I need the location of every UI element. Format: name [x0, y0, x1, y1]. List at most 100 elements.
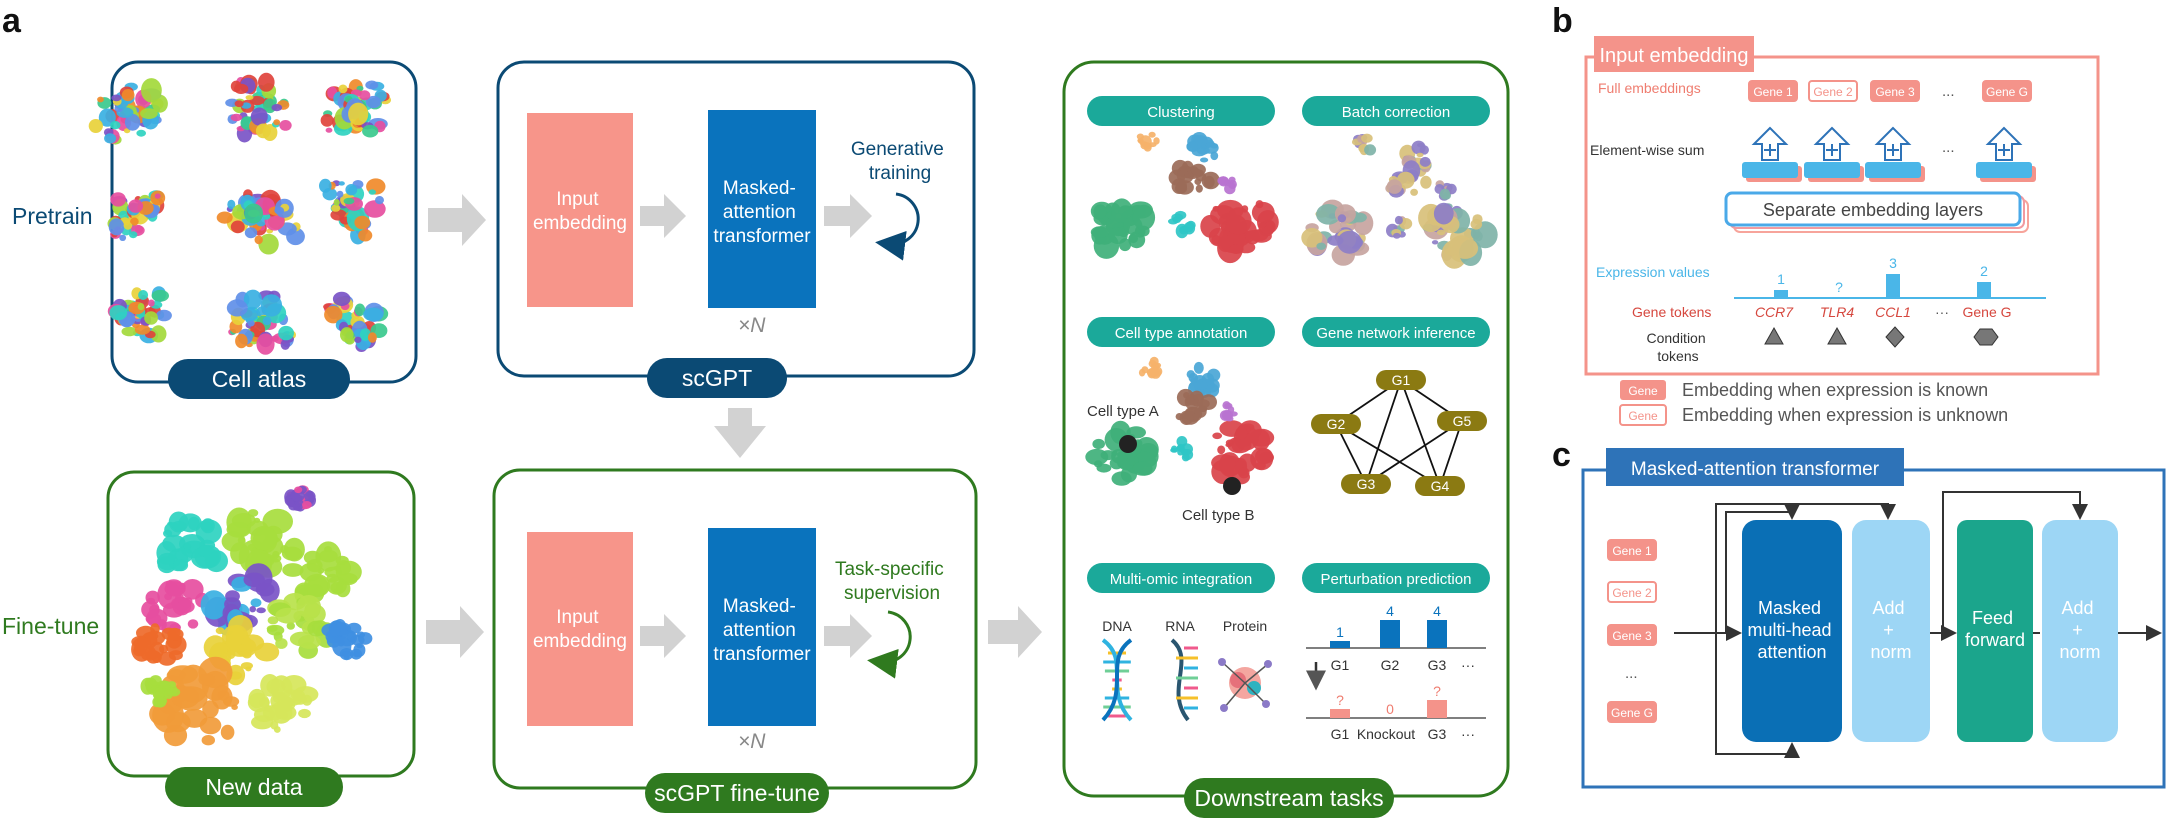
- umap-blob: [150, 325, 167, 343]
- umap-blob: [191, 546, 220, 569]
- umap-blob: [174, 686, 208, 711]
- input-embedding-title: Input embedding: [1599, 45, 1748, 67]
- umap-blob: [1337, 230, 1362, 254]
- pretrain-arrow-1: [640, 194, 686, 238]
- umap-blob: [1176, 443, 1185, 452]
- perturb-label-top: G3: [1428, 657, 1447, 673]
- umap-blob: [336, 560, 351, 576]
- new-data-label: New data: [205, 774, 302, 800]
- cell-atlas-umaps: [88, 72, 391, 355]
- umap-blob: [365, 95, 381, 109]
- umap-blob: [1175, 223, 1189, 239]
- umap-blob: [136, 129, 146, 137]
- network-node-label: G3: [1357, 476, 1376, 492]
- masked-attention-text: Masked multi-head attention: [1747, 598, 1836, 662]
- umap-blob: [1200, 214, 1221, 238]
- umap-blob: [134, 225, 144, 234]
- task-supervision-text: Task-specific supervision: [835, 559, 949, 604]
- umap-blob: [1171, 445, 1178, 453]
- umap-blob: [227, 199, 236, 210]
- arrow-atlas-to-model: [428, 194, 486, 246]
- perturb-label-bottom: ···: [1461, 726, 1475, 742]
- umap-blob: [1197, 399, 1210, 409]
- network-node: [1376, 370, 1426, 390]
- cell-type-a-label: Cell type A: [1087, 403, 1159, 420]
- umap-blob: [298, 708, 311, 719]
- umap-blob: [1334, 204, 1356, 224]
- embedding-stack: [1976, 162, 2032, 178]
- pretrain-repeat: ×N: [738, 314, 766, 337]
- network-node: [1415, 476, 1465, 496]
- umap-blob: [230, 220, 245, 234]
- umap-blob: [247, 509, 259, 517]
- umap-blob: [164, 689, 173, 699]
- umap-blob: [1201, 171, 1220, 190]
- network-edge: [1365, 420, 1463, 485]
- umap-blob: [140, 108, 158, 119]
- gene-token-ellipsis: ···: [1935, 304, 1949, 320]
- protein-domain: [1230, 672, 1246, 688]
- umap-blob: [1419, 145, 1430, 155]
- umap-blob: [109, 305, 128, 321]
- umap-blob: [368, 189, 376, 195]
- finetune-input-line1: Input: [556, 607, 599, 628]
- cell-type-b-marker: [1223, 477, 1241, 495]
- clustering-plot: [1090, 131, 1279, 264]
- finetune-transformer-text: Masked- attention transformer: [713, 596, 811, 665]
- umap-blob: [250, 107, 268, 126]
- umap-blob: [151, 289, 169, 302]
- network-node-label: G4: [1431, 478, 1450, 494]
- umap-blob: [264, 704, 272, 712]
- umap-blob: [226, 299, 248, 317]
- umap-blob: [1410, 188, 1418, 196]
- finetune-transformer-line3: transformer: [713, 644, 811, 665]
- umap-blob: [1245, 230, 1260, 245]
- pretrain-transformer: [708, 110, 816, 308]
- umap-blob: [303, 550, 322, 565]
- annotation-plot: [1085, 356, 1275, 495]
- perturb-label-bottom: G1: [1331, 726, 1350, 742]
- gene-tokens-label: Gene tokens: [1632, 304, 1711, 320]
- transformer-wiring: [1674, 491, 2162, 758]
- umap-blob: [319, 178, 332, 193]
- attention-line2: multi-head: [1747, 620, 1831, 640]
- umap-blob: [1132, 461, 1153, 476]
- scgpt-finetune-pill: [645, 773, 829, 813]
- cell-atlas-label: Cell atlas: [212, 366, 307, 392]
- omic-label: Protein: [1223, 618, 1267, 634]
- condition-line1: Condition: [1646, 330, 1705, 346]
- umap-blob: [201, 518, 215, 534]
- expression-value: 2: [1980, 263, 1988, 279]
- umap-blob: [324, 306, 343, 324]
- masked-attention-block: [1742, 520, 1842, 742]
- umap-blob: [223, 696, 240, 707]
- hexagon-icon: [1973, 328, 1999, 346]
- umap-blob: [1146, 367, 1159, 378]
- umap-blob: [256, 607, 266, 614]
- umap-blob: [1394, 215, 1403, 225]
- umap-blob: [354, 303, 366, 317]
- gene-chip-label: Gene G: [1986, 85, 2028, 99]
- umap-blob: [1431, 240, 1439, 245]
- perturb-bar-top: [1427, 620, 1447, 648]
- gene-token: CCL1: [1875, 304, 1911, 320]
- umap-blob: [364, 200, 386, 218]
- umap-blob: [168, 650, 183, 661]
- finetune-transformer-line1: Masked-: [723, 596, 796, 617]
- perturb-value-top: 4: [1386, 603, 1394, 619]
- omic-label: DNA: [1102, 618, 1132, 634]
- gene-chip-label: Gene 1: [1753, 85, 1793, 99]
- umap-blob: [346, 622, 362, 634]
- umap-blob: [1364, 144, 1377, 156]
- input-embedding-title-tab: [1594, 36, 1754, 72]
- umap-blob: [343, 197, 355, 205]
- add-norm-1-line3: norm: [1870, 642, 1911, 662]
- umap-blob: [256, 333, 275, 355]
- umap-blob: [1193, 361, 1204, 374]
- umap-blob: [1416, 152, 1424, 158]
